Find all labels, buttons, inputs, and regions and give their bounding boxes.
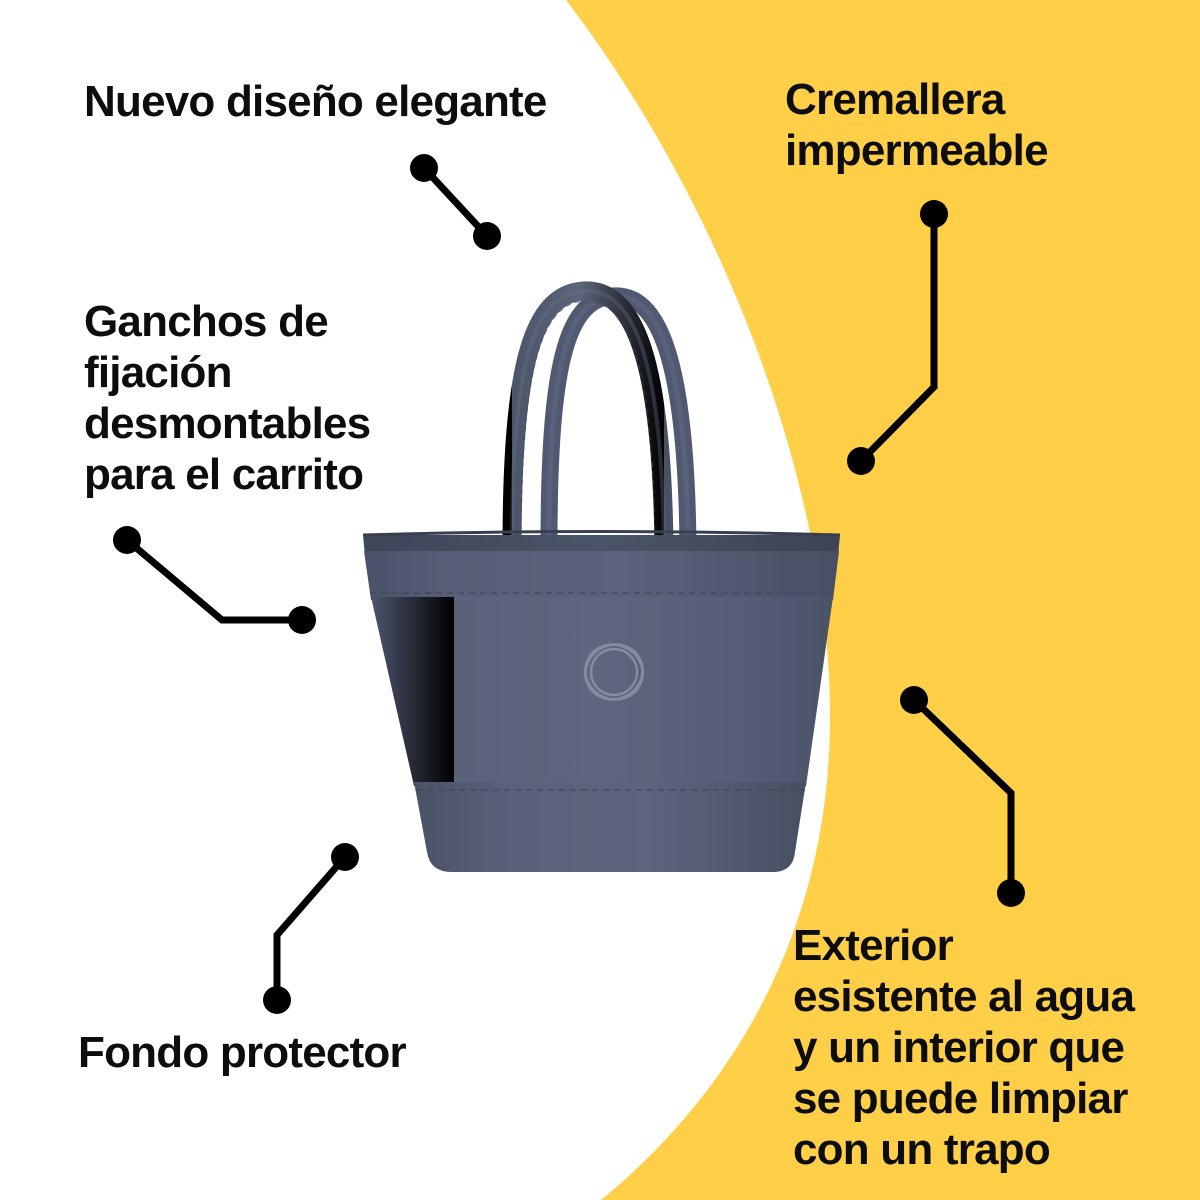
callout-dot-cremallera-start: [920, 200, 948, 228]
connector-nuevo-diseno: [421, 165, 490, 239]
bag-top-rim: [363, 535, 840, 556]
callout-label-ganchos: Ganchos de fijación desmontables para el…: [84, 297, 371, 500]
callout-dot-cremallera-end: [847, 447, 875, 475]
callout-dot-fondo-end: [263, 986, 291, 1014]
bag-zipper-line: [362, 530, 841, 537]
connector-ganchos: [124, 537, 302, 624]
connector-cremallera: [858, 214, 938, 464]
callout-dot-fondo-start: [331, 843, 359, 871]
yellow-arc-panel: [566, 0, 1200, 1200]
connector-exterior: [911, 697, 1015, 893]
callout-dot-ganchos-end: [288, 606, 316, 634]
callout-dot-nuevo-diseno-start: [410, 154, 438, 182]
callout-dot-ganchos-start: [113, 526, 141, 554]
bag-top-band: [364, 551, 839, 600]
callout-dot-exterior-start: [900, 686, 928, 714]
bugaboo-logo-icon: [584, 643, 644, 701]
bag-bottom-panel: [414, 782, 806, 872]
callout-dot-nuevo-diseno-end: [473, 222, 501, 250]
callout-dot-exterior-end: [997, 879, 1025, 907]
callout-label-cremallera: Cremallera impermeable: [785, 75, 1049, 176]
callout-label-exterior: Exterior esistente al agua y un interior…: [793, 921, 1135, 1175]
callout-label-nuevo-diseno: Nuevo diseño elegante: [84, 77, 547, 126]
callout-label-fondo-protector: Fondo protector: [78, 1028, 407, 1077]
connector-fondo-protector: [273, 854, 348, 1000]
bag-handle-front: [502, 281, 674, 558]
